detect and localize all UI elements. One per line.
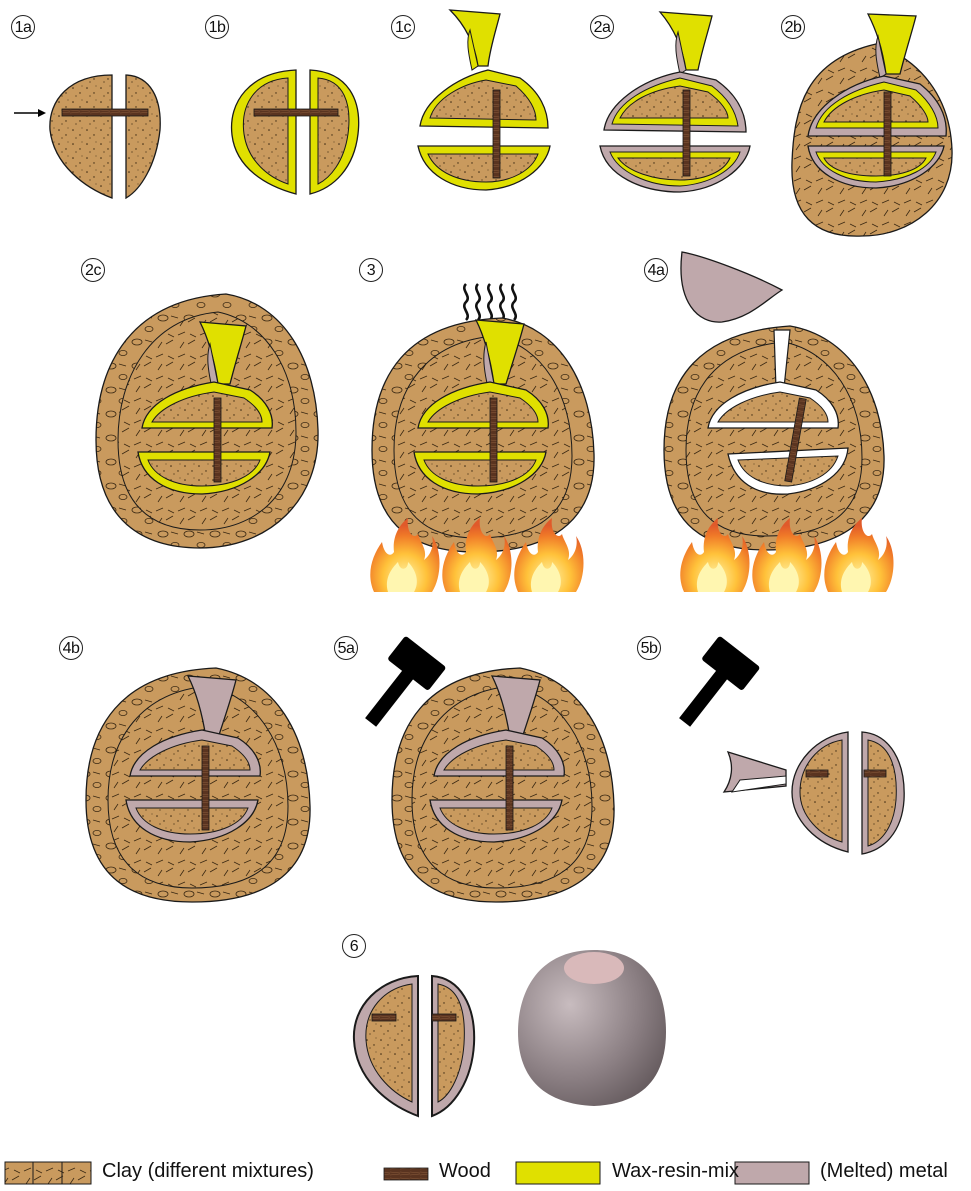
step-label-1a: 1a: [11, 15, 35, 39]
legend-clay-label: Clay (different mixtures): [102, 1160, 314, 1183]
step-label-4a: 4a: [644, 258, 668, 282]
step-3-illustration: [370, 284, 594, 592]
step-label-2c: 2c: [81, 258, 105, 282]
step-label-2b: 2b: [781, 15, 805, 39]
fire-icon: [370, 518, 583, 592]
step-1b-illustration: [232, 70, 359, 194]
legend-clay-swatch: [5, 1162, 91, 1184]
step-4b-illustration: [86, 668, 310, 902]
hammer-icon: [679, 636, 760, 727]
legend-metal-label: (Melted) metal: [820, 1160, 948, 1183]
step-5a-illustration: [365, 636, 614, 902]
arrow-icon: [38, 109, 46, 117]
step-1c-illustration: [418, 10, 550, 190]
step-label-1b: 1b: [205, 15, 229, 39]
step-label-3: 3: [359, 258, 383, 282]
fire-icon: [680, 518, 893, 592]
step-label-5b: 5b: [637, 636, 661, 660]
legend-wood-label: Wood: [439, 1160, 491, 1183]
step-label-4b: 4b: [59, 636, 83, 660]
step-label-2a: 2a: [590, 15, 614, 39]
legend-wood-swatch: [384, 1168, 428, 1180]
step-label-1c: 1c: [391, 15, 415, 39]
legend-metal-swatch: [735, 1162, 809, 1184]
legend-wax-label: Wax-resin-mix: [612, 1160, 739, 1183]
step-2a-illustration: [600, 12, 750, 192]
step-5b-illustration: [679, 636, 904, 854]
step-label-6: 6: [342, 934, 366, 958]
step-4a-illustration: [664, 252, 894, 592]
step-label-5a: 5a: [334, 636, 358, 660]
step-2c-illustration: [96, 294, 318, 548]
step-6-illustration: [354, 950, 666, 1116]
legend-wax-swatch: [516, 1162, 600, 1184]
step-2b-illustration: [792, 14, 952, 236]
heat-waves-icon: [464, 284, 515, 320]
step-1a-illustration: [14, 75, 160, 198]
crucible-icon: [681, 252, 782, 322]
